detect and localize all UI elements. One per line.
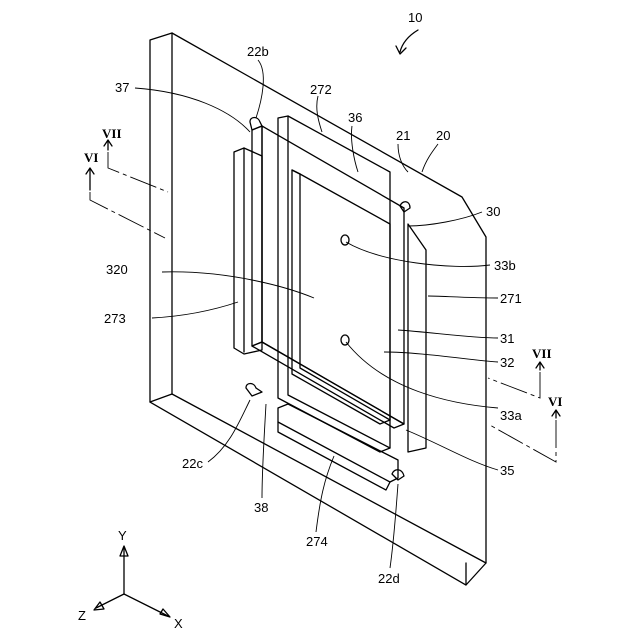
left-strip <box>234 148 262 354</box>
label-274: 274 <box>306 534 328 549</box>
axis-label-x: X <box>174 616 183 631</box>
label-33b: 33b <box>494 258 516 273</box>
label-22c: 22c <box>182 456 203 471</box>
label-320: 320 <box>106 262 128 277</box>
label-35: 35 <box>500 463 514 478</box>
label-31: 31 <box>500 331 514 346</box>
axis-label-z: Z <box>78 608 86 623</box>
main-plate <box>246 118 410 481</box>
label-38: 38 <box>254 500 268 515</box>
label-30: 30 <box>486 204 500 219</box>
inner-recess <box>292 170 390 424</box>
label-271: 271 <box>500 291 522 306</box>
label-22d: 22d <box>378 571 400 586</box>
axis-label-y: Y <box>118 528 127 543</box>
section-label-vii-right: VII <box>532 346 552 361</box>
label-273: 273 <box>104 311 126 326</box>
label-21: 21 <box>396 128 410 143</box>
section-label-vi-left: VI <box>84 150 98 165</box>
section-label-vi-right: VI <box>548 394 562 409</box>
leader-lines <box>135 30 498 568</box>
label-20: 20 <box>436 128 450 143</box>
label-33a: 33a <box>500 408 522 423</box>
hole-33a <box>341 335 349 345</box>
reference-labels: 10 22b 37 272 36 21 20 30 33b 320 271 27… <box>78 10 562 631</box>
label-22b: 22b <box>247 44 269 59</box>
label-10: 10 <box>408 10 422 25</box>
bottom-strip <box>278 404 398 490</box>
axis-indicator <box>94 546 170 617</box>
label-37: 37 <box>115 80 129 95</box>
label-272: 272 <box>310 82 332 97</box>
section-label-vii-left: VII <box>102 126 122 141</box>
label-36: 36 <box>348 110 362 125</box>
label-32: 32 <box>500 355 514 370</box>
